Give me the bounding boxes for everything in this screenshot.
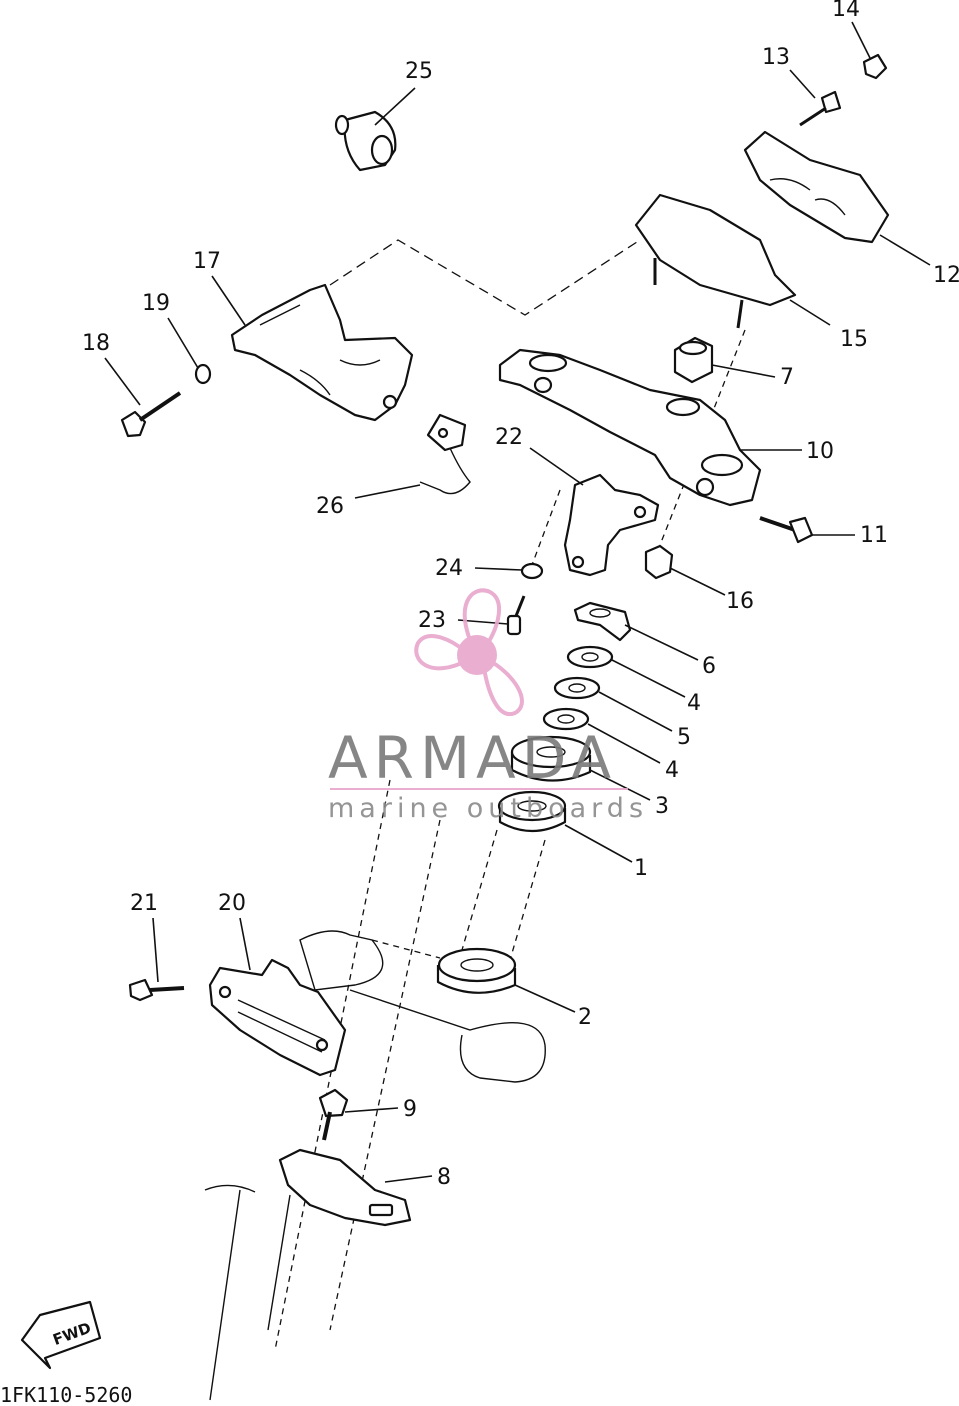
callout-8: 8 [437, 1165, 451, 1190]
steering-stem-outline [204, 930, 546, 1401]
watermark-tagline: marine outboards [328, 793, 648, 824]
callout-14: 14 [832, 0, 860, 22]
part-8-guard [278, 1148, 412, 1227]
callout-15: 15 [840, 327, 868, 352]
callout-17: 17 [193, 249, 221, 274]
callout-4-upper: 4 [687, 691, 701, 716]
diagram-code: 1FK110-5260 [0, 1383, 132, 1406]
part-1-bearing [497, 790, 567, 832]
callout-25: 25 [405, 59, 433, 84]
callout-24: 24 [435, 556, 463, 581]
part-9-bolt [318, 1088, 349, 1141]
callout-leader-lines [104, 21, 931, 1183]
callout-26: 26 [316, 494, 344, 519]
callout-9: 9 [403, 1097, 417, 1122]
part-16-cap [644, 544, 674, 580]
part-22-bracket [563, 473, 660, 577]
part-15-handlebar-holder [634, 193, 797, 329]
part-23-screw [506, 595, 526, 636]
callout-12: 12 [933, 263, 959, 288]
part-24-nut [520, 562, 544, 580]
callout-3: 3 [655, 794, 669, 819]
callout-22: 22 [495, 425, 523, 450]
callout-7: 7 [780, 365, 794, 390]
part-2-lower-bearing [436, 947, 517, 994]
callout-13: 13 [762, 45, 790, 70]
part-17-bracket [230, 283, 414, 422]
callout-23: 23 [418, 608, 446, 633]
fwd-direction-arrow: FWD [20, 1300, 102, 1370]
part-10-upper-bracket [498, 348, 762, 507]
part-20-lower-bracket [208, 958, 347, 1077]
part-6-ring-nut [573, 601, 632, 642]
part-18-long-bolt [120, 391, 182, 438]
callout-18: 18 [82, 331, 110, 356]
part-5-washer [553, 676, 601, 700]
callout-4-lower: 4 [665, 758, 679, 783]
part-4-washer-upper [566, 645, 614, 669]
part-11-bolt [759, 516, 814, 544]
part-19-washer [194, 363, 212, 385]
callout-1: 1 [634, 856, 648, 881]
callout-10: 10 [806, 439, 834, 464]
callout-21: 21 [130, 891, 158, 916]
callout-labels: 14 13 25 12 17 19 18 15 7 22 10 26 11 24… [82, 0, 959, 1190]
part-3-bearing-cover [510, 735, 592, 782]
callout-11: 11 [860, 523, 888, 548]
part-25-cap-nut [334, 110, 397, 172]
part-7-stem-nut [673, 336, 714, 384]
propeller-logo-icon [414, 588, 524, 717]
watermark-brand: ARMADA [328, 724, 617, 792]
part-13-bolt [799, 90, 842, 127]
part-12-handlebar-holder [743, 130, 890, 244]
callout-19: 19 [142, 291, 170, 316]
callout-5: 5 [677, 725, 691, 750]
part-21-bolt [128, 978, 185, 1002]
callout-16: 16 [726, 589, 754, 614]
callout-6: 6 [702, 654, 716, 679]
part-4-washer-lower [542, 707, 590, 731]
part-14-small-bolt [862, 53, 888, 80]
callout-2: 2 [578, 1005, 592, 1030]
armada-watermark: ARMADA marine outboards [328, 588, 648, 824]
callout-20: 20 [218, 891, 246, 916]
part-26-wire-clip [419, 413, 471, 495]
